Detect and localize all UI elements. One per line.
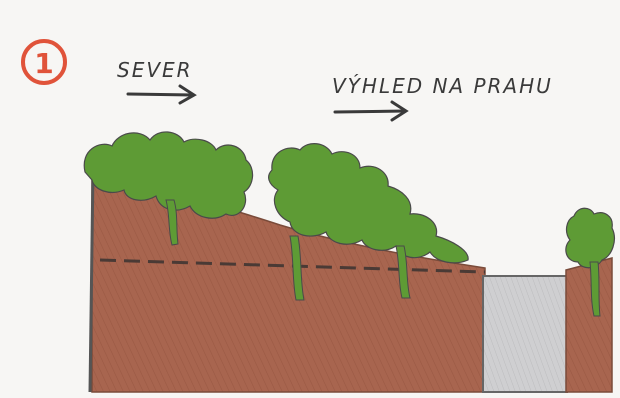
label-view: VÝHLED NA PRAHU (332, 74, 553, 98)
step-badge: 1 (23, 41, 65, 83)
badge-number: 1 (34, 47, 53, 80)
gap-opening (483, 276, 567, 392)
arrow-right-icon (335, 102, 406, 120)
label-north: SEVER (117, 58, 193, 82)
earth-embankment-right (566, 258, 612, 392)
arrow-right-icon (128, 86, 194, 103)
